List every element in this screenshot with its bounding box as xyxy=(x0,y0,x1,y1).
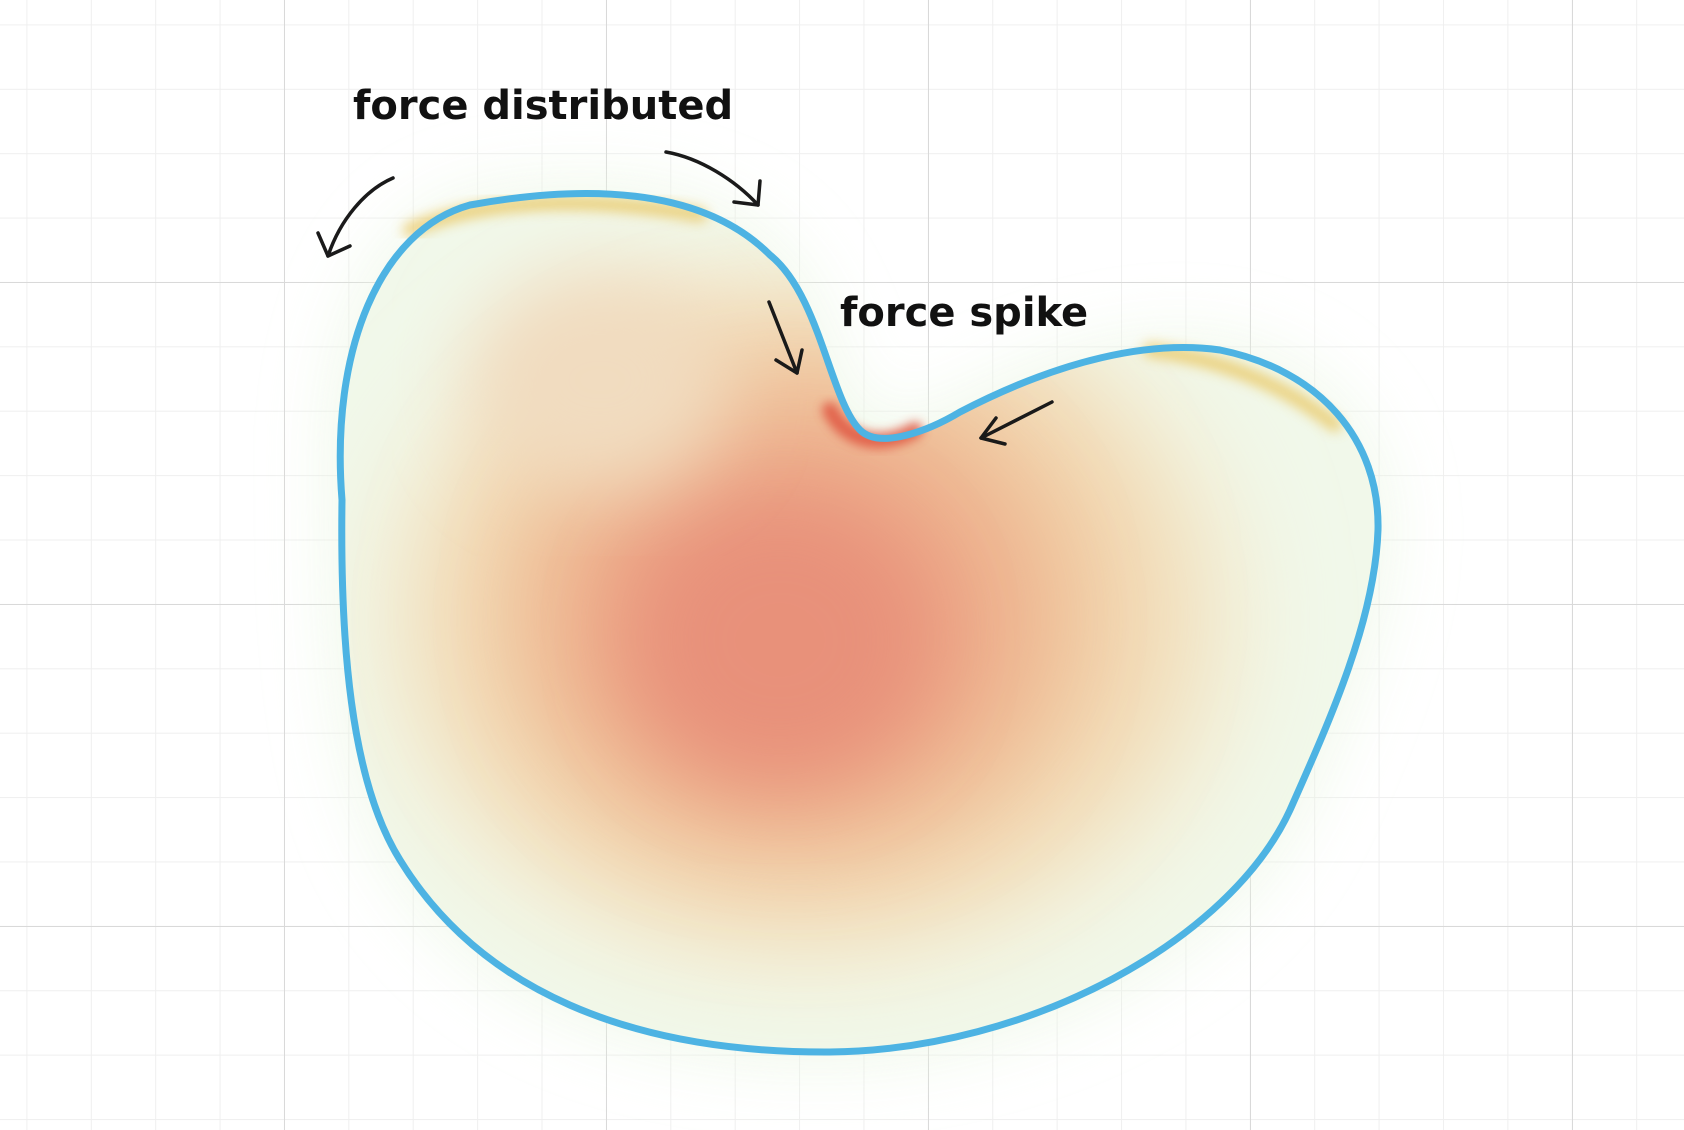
distributed-stress-right xyxy=(1143,343,1342,432)
arrow-distributed-right xyxy=(664,150,762,207)
arrow-distributed-left xyxy=(316,176,395,258)
label-force-distributed: force distributed xyxy=(353,83,733,129)
shape-outline xyxy=(336,190,1382,1056)
arrow-spike-right xyxy=(979,400,1054,446)
heat-map xyxy=(340,193,1379,1053)
label-force-spike: force spike xyxy=(840,290,1088,336)
arrow-spike-top xyxy=(767,300,804,375)
